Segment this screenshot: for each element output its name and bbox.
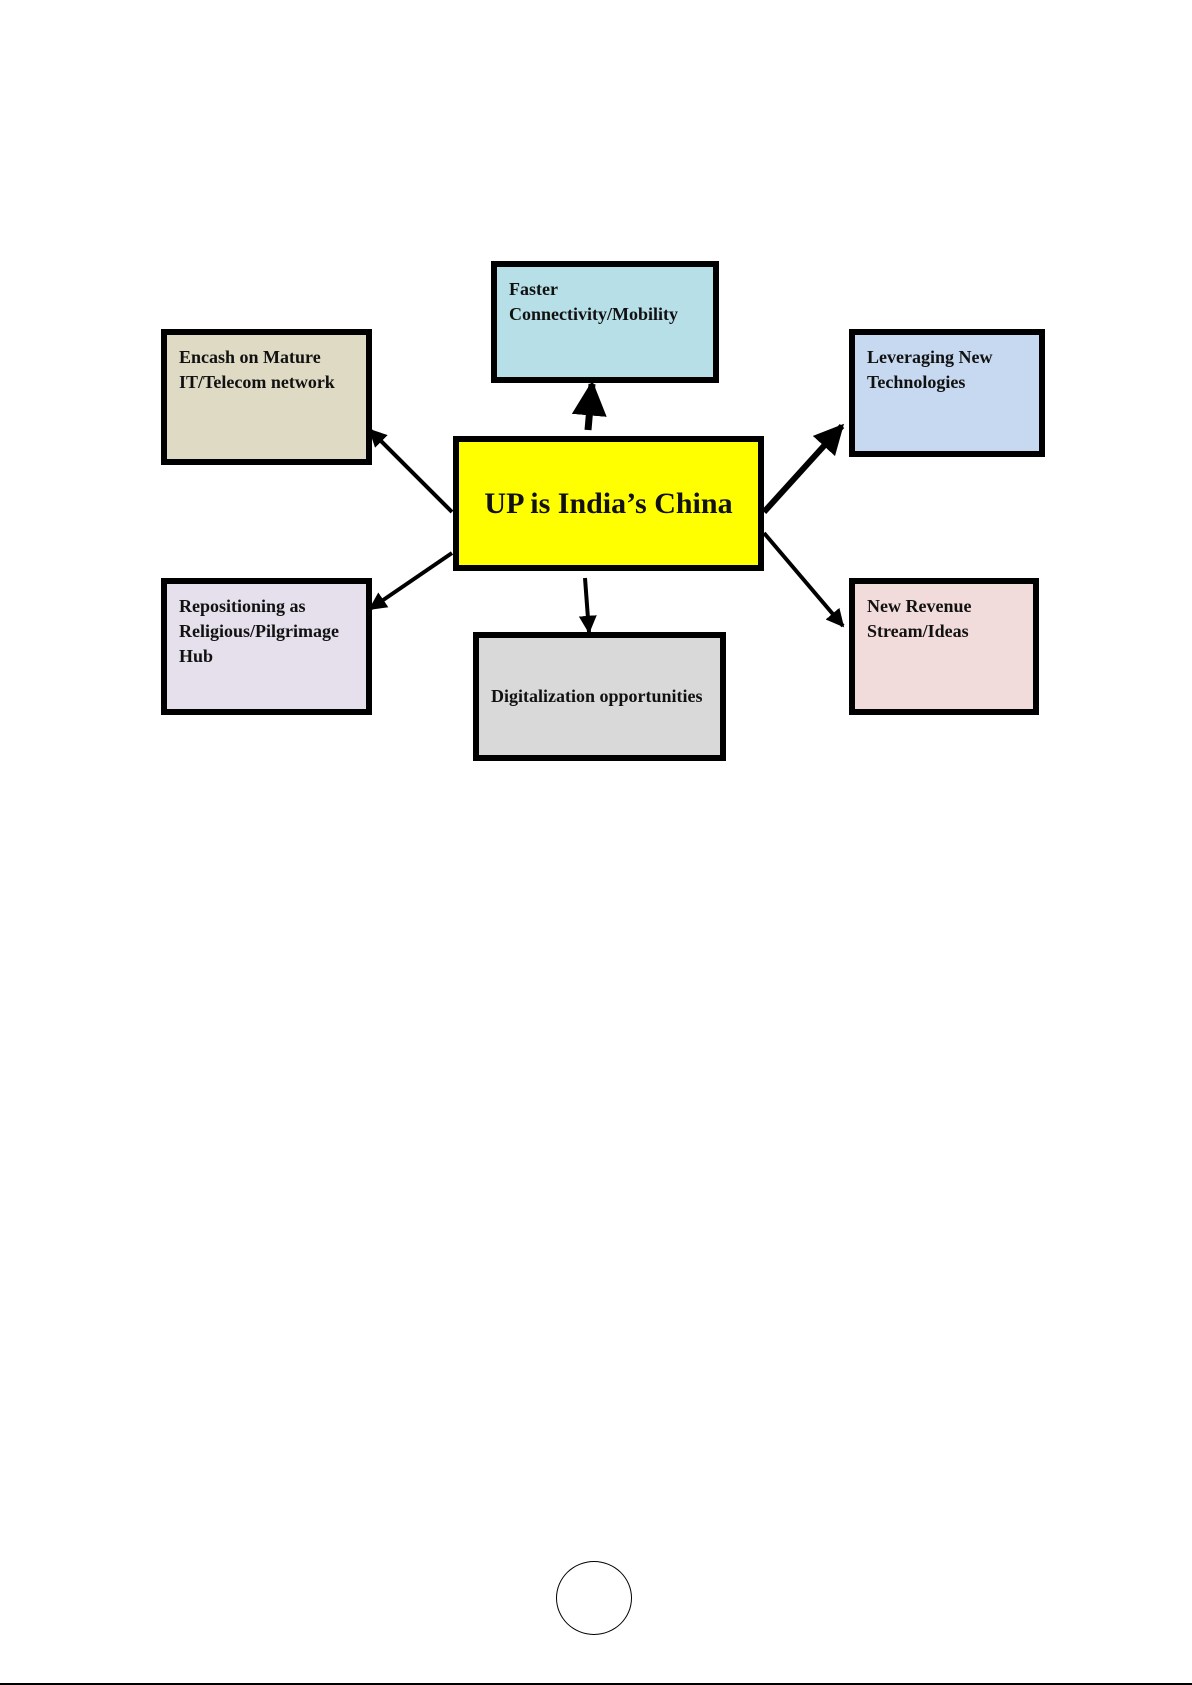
arrow-to-digitalization bbox=[585, 578, 589, 632]
node-center-label: UP is India’s China bbox=[484, 487, 732, 521]
node-new-revenue: New Revenue Stream/Ideas bbox=[849, 578, 1039, 715]
arrow-to-leveraging bbox=[764, 426, 842, 512]
page-number-circle bbox=[556, 1561, 632, 1635]
node-encash: Encash on Mature IT/Telecom network bbox=[161, 329, 372, 465]
arrow-to-repositioning bbox=[370, 553, 452, 609]
node-digitalization-label: Digitalization opportunities bbox=[491, 684, 703, 709]
node-leveraging: Leveraging New Technologies bbox=[849, 329, 1045, 457]
node-faster-connectivity-label: Faster Connectivity/Mobility bbox=[509, 277, 713, 327]
node-new-revenue-label: New Revenue Stream/Ideas bbox=[867, 594, 1033, 644]
arrow-to-encash bbox=[370, 430, 452, 512]
node-faster-connectivity: Faster Connectivity/Mobility bbox=[491, 261, 719, 383]
node-encash-label: Encash on Mature IT/Telecom network bbox=[179, 345, 366, 395]
arrow-to-faster-connectivity bbox=[588, 384, 592, 430]
node-digitalization: Digitalization opportunities bbox=[473, 632, 726, 761]
node-leveraging-label: Leveraging New Technologies bbox=[867, 345, 1039, 395]
node-repositioning-label: Repositioning as Religious/Pilgrimage Hu… bbox=[179, 594, 366, 669]
node-repositioning: Repositioning as Religious/Pilgrimage Hu… bbox=[161, 578, 372, 715]
arrow-to-new-revenue bbox=[764, 533, 843, 626]
node-center: UP is India’s China bbox=[453, 436, 764, 571]
